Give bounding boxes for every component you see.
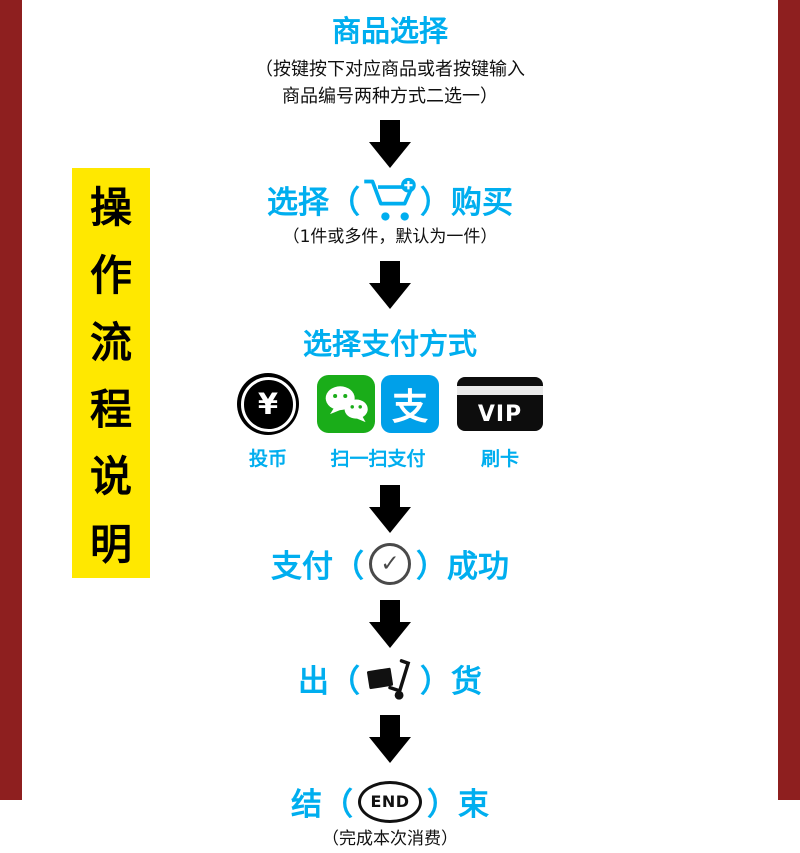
payment-group-coin: ¥ 投币 xyxy=(237,373,299,471)
step5-suffix: ）货 xyxy=(420,664,482,700)
payment-group-scan: 支 扫一扫支付 xyxy=(317,373,439,471)
right-border-bar xyxy=(778,0,800,800)
step6-note: （完成本次消费） xyxy=(322,829,458,849)
end-label: END xyxy=(370,792,410,811)
step6-prefix: 结（ xyxy=(291,787,353,823)
step1-note-line2: 商品编号两种方式二选一） xyxy=(282,86,498,107)
step4-suffix: ）成功 xyxy=(416,549,509,585)
down-arrow-icon xyxy=(367,600,413,648)
coin-label: 投币 xyxy=(248,448,287,470)
yen-symbol: ¥ xyxy=(240,376,296,432)
banner-char: 程 xyxy=(89,385,132,435)
step2-note: （1件或多件，默认为一件） xyxy=(282,227,498,247)
alipay-icon: 支 xyxy=(381,375,439,433)
payment-methods-row: ¥ 投币 xyxy=(237,373,543,471)
alipay-glyph: 支 xyxy=(391,387,428,428)
delivery-handtruck-icon xyxy=(365,657,415,701)
vip-card-icon: VIP xyxy=(457,377,543,431)
banner-char: 明 xyxy=(89,519,132,569)
payment-group-card: VIP 刷卡 xyxy=(457,373,543,471)
step4-prefix: 支付（ xyxy=(271,549,364,585)
banner-char: 作 xyxy=(89,250,132,300)
left-border-bar xyxy=(0,0,22,800)
step2-row: 选择（ ）购买 xyxy=(267,176,513,222)
vertical-title-banner: 操 作 流 程 说 明 xyxy=(72,168,150,578)
step1-title: 商品选择 xyxy=(331,14,448,48)
end-oval-icon: END xyxy=(358,780,422,823)
down-arrow-icon xyxy=(367,485,413,533)
shopping-cart-icon xyxy=(362,176,418,222)
vip-label: VIP xyxy=(477,402,523,427)
card-label: 刷卡 xyxy=(480,448,519,470)
step2-prefix: 选择（ xyxy=(267,184,360,221)
flowchart-column: 商品选择 （按键按下对应商品或者按键输入 商品编号两种方式二选一） 选择（ ）购… xyxy=(30,0,750,853)
card-stripe xyxy=(457,386,543,395)
step4-row: 支付（ ✓ ）成功 xyxy=(271,541,509,586)
step2-suffix: ）购买 xyxy=(420,184,513,221)
scan-icon-box: 支 xyxy=(317,373,439,435)
wechat-icon xyxy=(317,375,375,433)
step6-suffix: ）束 xyxy=(427,787,489,823)
step5-prefix: 出（ xyxy=(298,664,360,700)
step6-row: 结（ END ）束 xyxy=(291,779,489,824)
step3-title: 选择支付方式 xyxy=(302,327,477,361)
step1-note: （按键按下对应商品或者按键输入 商品编号两种方式二选一） xyxy=(255,56,525,110)
step1-note-line1: （按键按下对应商品或者按键输入 xyxy=(255,59,525,80)
scan-pay-label: 扫一扫支付 xyxy=(330,448,426,470)
banner-char: 操 xyxy=(89,183,132,233)
coin-icon: ¥ xyxy=(237,373,299,435)
check-circle-icon: ✓ xyxy=(369,542,411,585)
card-icon-box: VIP xyxy=(457,373,543,435)
banner-char: 说 xyxy=(89,452,132,502)
check-glyph: ✓ xyxy=(380,550,400,577)
down-arrow-icon xyxy=(367,715,413,763)
down-arrow-icon xyxy=(367,261,413,309)
coin-icon-box: ¥ xyxy=(237,373,299,435)
down-arrow-icon xyxy=(367,120,413,168)
banner-char: 流 xyxy=(89,317,132,367)
step5-row: 出（ ）货 xyxy=(298,656,482,701)
